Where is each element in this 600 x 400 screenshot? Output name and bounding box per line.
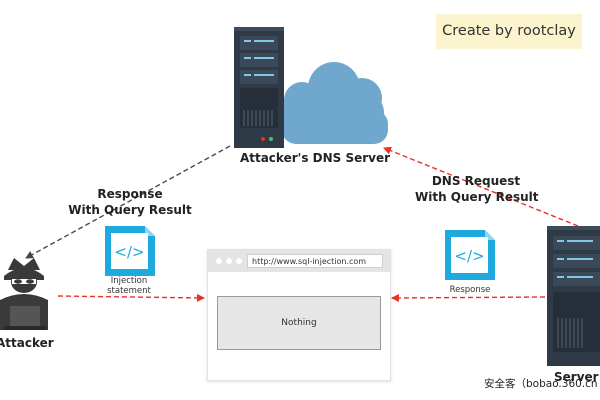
credit-label: Create by rootclay (436, 14, 582, 49)
injection-label: Injection statement (100, 276, 158, 296)
attacker-label: Attacker (0, 336, 54, 350)
dns-server-label: Attacker's DNS Server (239, 151, 391, 165)
window-dot-icon (236, 258, 242, 264)
response-label-line1: Response (97, 187, 163, 201)
window-dot-icon (226, 258, 232, 264)
response-label-line2: With Query Result (68, 203, 192, 217)
dns-server-icon (234, 27, 284, 148)
watermark: 安全客（bobao.360.cn (484, 378, 598, 390)
address-bar[interactable]: http://www.sql-injection.com (247, 254, 383, 268)
attacker-icon (0, 258, 48, 330)
injection-code-icon: </> (105, 226, 155, 276)
injection-arrow (57, 293, 205, 302)
response-icon-label: Response (449, 285, 491, 295)
injection-code-glyph: </> (114, 243, 144, 261)
response-label: Response With Query Result (60, 186, 200, 218)
server-label: Server (554, 370, 599, 384)
server-icon (547, 226, 600, 366)
page-content: Nothing (217, 296, 381, 350)
server-response-arrow (391, 293, 546, 302)
dns-request-arrow (383, 146, 579, 227)
response-code-glyph: </> (454, 247, 484, 265)
cloud-icon (280, 62, 388, 144)
response-code-icon: </> (445, 230, 495, 280)
dns-request-label-line2: With Query Result (415, 190, 539, 204)
dns-request-label-line1: DNS Request (431, 174, 521, 188)
window-dot-icon (216, 258, 222, 264)
injection-label-line2: statement (107, 286, 151, 296)
dns-request-label: DNS Request With Query Result (415, 173, 539, 205)
browser-toolbar: http://www.sql-injection.com (208, 250, 390, 272)
response-arrow (25, 145, 231, 259)
browser-window: http://www.sql-injection.com Nothing (207, 249, 391, 381)
injection-label-line1: Injection (110, 276, 148, 286)
